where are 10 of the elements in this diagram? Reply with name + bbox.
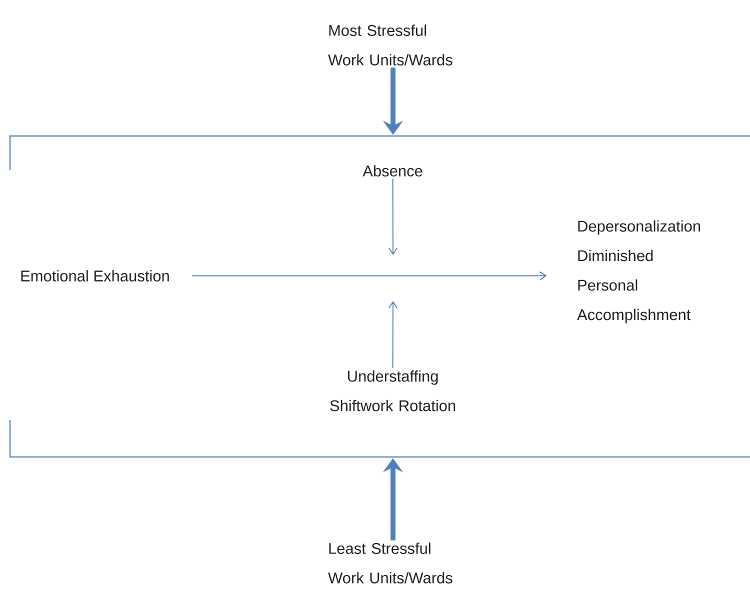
unit-label: Most Stressful Work Units/Wards [328,24,452,66]
frame-bracket [9,135,750,458]
unit-label: Least Stressful Work Units/Wards [328,542,452,584]
factor-label: Understaffing Shiftwork Rotation [330,370,456,412]
arrow [388,301,398,369]
factor-label: Absence [362,165,422,176]
arrow [388,178,398,255]
factor-label: Emotional Exhaustion [21,270,169,282]
arrow [192,271,547,280]
outcome-label: Depersonalization Diminished Personal Accomplishment [577,220,700,324]
